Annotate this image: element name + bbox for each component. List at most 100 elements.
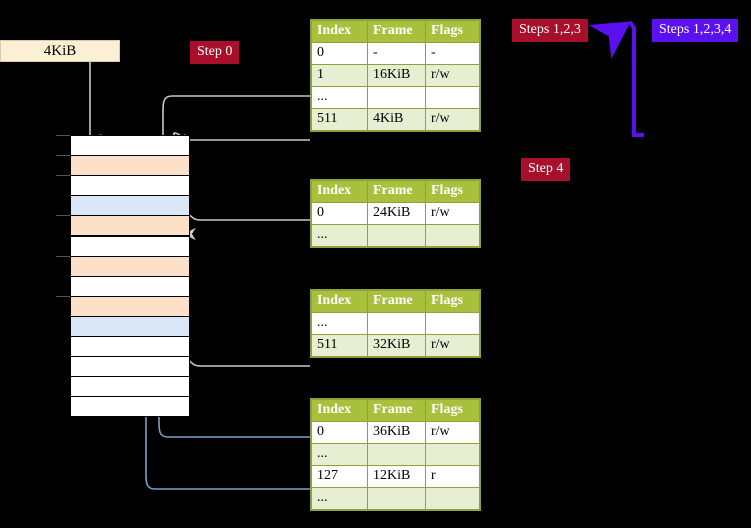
col-frame: Frame — [367, 20, 426, 43]
memory-frame-row — [70, 356, 190, 378]
cell-frame — [367, 487, 426, 510]
col-frame: Frame — [367, 180, 426, 203]
cell-index: 0 — [311, 202, 368, 225]
memory-frame-row — [70, 195, 190, 217]
cell-frame: 4KiB — [367, 108, 426, 131]
steps1234-badge: Steps 1,2,3,4 — [652, 19, 739, 42]
cell-flags — [425, 86, 480, 109]
table-row: 0 24KiB r/w — [311, 202, 480, 225]
cell-frame: 32KiB — [367, 334, 426, 357]
col-index: Index — [311, 180, 368, 203]
table-row: ... — [311, 224, 480, 247]
cell-frame — [367, 312, 426, 335]
cell-flags: r — [425, 465, 480, 488]
table-row: 127 12KiB r — [311, 465, 480, 488]
wire-l4-row511 — [173, 132, 310, 147]
cell-flags: - — [425, 42, 480, 65]
cell-flags — [425, 312, 480, 335]
memory-frame-row — [70, 295, 190, 317]
wire-steps-bracket — [588, 20, 644, 137]
cell-frame — [367, 86, 426, 109]
table-row: 511 32KiB r/w — [311, 334, 480, 357]
cell-index: ... — [311, 224, 368, 247]
cell-index: ... — [311, 443, 368, 466]
cell-index: 0 — [311, 421, 368, 444]
col-flags: Flags — [425, 290, 480, 313]
memory-tick-mark — [56, 215, 70, 217]
col-index: Index — [311, 20, 368, 43]
cell-flags: r/w — [425, 64, 480, 87]
level2-table: Index Frame Flags ... 511 32KiB r/w — [311, 290, 480, 357]
col-frame: Frame — [367, 290, 426, 313]
memory-frame-row — [70, 215, 190, 237]
cell-index: 511 — [311, 108, 368, 131]
wire-l3-row0 — [183, 212, 310, 241]
steps123-badge: Steps 1,2,3 — [512, 19, 588, 42]
cell-flags: r/w — [425, 421, 480, 444]
memory-tick-mark — [56, 135, 70, 136]
table-row: 0 36KiB r/w — [311, 421, 480, 444]
table-row: ... — [311, 86, 480, 109]
table-row: 1 16KiB r/w — [311, 64, 480, 87]
wire-l2-row511 — [172, 283, 310, 367]
table-row: 511 4KiB r/w — [311, 108, 480, 131]
cell-flags — [425, 443, 480, 466]
memory-frame-row — [70, 155, 190, 177]
wire-l1-row0 — [145, 314, 310, 438]
cell-index: 0 — [311, 42, 368, 65]
cell-frame: 36KiB — [367, 421, 426, 444]
cell-flags: r/w — [425, 334, 480, 357]
col-flags: Flags — [425, 180, 480, 203]
memory-frame-row — [70, 315, 190, 337]
memory-frame-row — [70, 275, 190, 297]
level4-table: Index Frame Flags 0 - - 1 16KiB r/w ... — [311, 20, 480, 131]
memory-frame-row — [70, 235, 190, 257]
wire-l4-row1 — [162, 95, 310, 147]
cell-index: ... — [311, 86, 368, 109]
cell-frame: - — [367, 42, 426, 65]
table-header-row: Index Frame Flags — [311, 180, 480, 203]
memory-frame-row — [70, 336, 190, 358]
cell-frame: 24KiB — [367, 202, 426, 225]
table-header-row: Index Frame Flags — [311, 20, 480, 43]
table-header-row: Index Frame Flags — [311, 290, 480, 313]
memory-tick-mark — [56, 295, 70, 297]
col-frame: Frame — [367, 399, 426, 422]
memory-frame-row — [70, 396, 190, 418]
memory-column — [56, 135, 190, 418]
table-row: ... — [311, 487, 480, 510]
memory-tick-mark — [56, 255, 70, 257]
frame-size-box: 4KiB — [0, 40, 120, 62]
memory-tick-mark — [56, 155, 70, 157]
wire-l1-row127 — [132, 200, 310, 490]
step0-badge: Step 0 — [190, 41, 240, 64]
cell-index: 127 — [311, 465, 368, 488]
step4-badge: Step 4 — [521, 158, 571, 181]
memory-tick-mark — [56, 175, 70, 177]
memory-frame-row — [70, 376, 190, 398]
col-index: Index — [311, 290, 368, 313]
table-header-row: Index Frame Flags — [311, 399, 480, 422]
col-flags: Flags — [425, 20, 480, 43]
table-row: ... — [311, 443, 480, 466]
col-flags: Flags — [425, 399, 480, 422]
level3-table: Index Frame Flags 0 24KiB r/w ... — [311, 180, 480, 247]
cell-frame — [367, 224, 426, 247]
cell-flags — [425, 224, 480, 247]
frame-size-label: 4KiB — [43, 42, 77, 59]
cell-flags: r/w — [425, 202, 480, 225]
cell-flags: r/w — [425, 108, 480, 131]
level1-table: Index Frame Flags 0 36KiB r/w ... 127 12… — [311, 399, 480, 510]
cell-index: ... — [311, 312, 368, 335]
cell-index: 511 — [311, 334, 368, 357]
table-row: ... — [311, 312, 480, 335]
cell-flags — [425, 487, 480, 510]
col-index: Index — [311, 399, 368, 422]
cell-frame — [367, 443, 426, 466]
cell-index: 1 — [311, 64, 368, 87]
memory-frame-row — [70, 255, 190, 277]
memory-frame-row — [70, 175, 190, 197]
table-row: 0 - - — [311, 42, 480, 65]
cell-index: ... — [311, 487, 368, 510]
